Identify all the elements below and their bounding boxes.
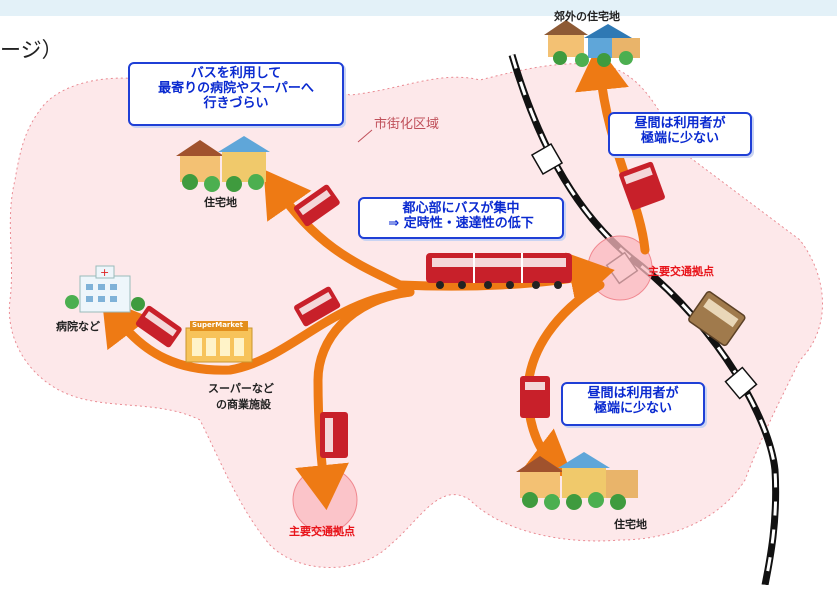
bus-north <box>293 184 340 227</box>
header-band <box>0 0 837 16</box>
railway-line <box>508 54 780 586</box>
residential-north-label: 住宅地 <box>204 196 237 209</box>
callout-low-users-bottom-line-1: 昼間は利用者が <box>587 386 679 401</box>
callout-bus-access-line-2: 最寄りの病院やスーパーへ <box>158 81 314 96</box>
arrow-to-hub-south <box>295 287 415 511</box>
callout-bus-access: バスを利用して 最寄りの病院やスーパーへ 行きづらい <box>128 62 344 126</box>
station-marker-1 <box>530 142 564 176</box>
hospital-building: + <box>65 265 145 313</box>
svg-text:+: + <box>100 266 109 279</box>
callout-low-users-top: 昼間は利用者が 極端に少ない <box>608 112 752 156</box>
supermarket-sign: SuperMarket <box>192 321 243 329</box>
station-marker-3 <box>724 366 758 400</box>
callout-low-users-bottom: 昼間は利用者が 極端に少ない <box>561 382 705 426</box>
bus-hospital <box>135 305 182 348</box>
suburb-label: 郊外の住宅地 <box>554 10 620 23</box>
residential-south-label: 住宅地 <box>614 518 647 531</box>
callout-bus-access-line-1: バスを利用して <box>190 66 282 81</box>
bus-west <box>294 286 341 327</box>
callout-concentration-line-1: 都心部にバスが集中 <box>402 201 520 216</box>
arrow-to-hospital <box>101 287 415 375</box>
supermarket-label-line-1: スーパーなど <box>208 382 274 395</box>
callout-concentration-line-2: ⇒ 定時性・速達性の低下 <box>388 216 534 231</box>
bus-residential-south <box>520 376 550 418</box>
house-cluster-north <box>176 136 270 192</box>
zone-label-pointer <box>357 129 373 143</box>
zone-label: 市街化区域 <box>374 117 440 132</box>
bus-suburb <box>619 161 665 211</box>
callout-low-users-bottom-line-2: 極端に少ない <box>593 401 672 416</box>
page-title-fragment: ージ） <box>0 38 63 62</box>
callout-low-users-top-line-1: 昼間は利用者が <box>634 116 726 131</box>
supermarket-label-line-2: の商業施設 <box>216 398 271 411</box>
house-cluster-suburb <box>544 20 640 67</box>
hub-south-label: 主要交通拠点 <box>289 525 355 538</box>
arrow-to-residential-north <box>263 169 405 290</box>
bus-south <box>320 412 348 458</box>
callout-bus-access-line-3: 行きづらい <box>203 96 269 111</box>
rail-car-brown <box>688 291 746 347</box>
bus-train-center <box>426 253 572 289</box>
hospital-label: 病院など <box>56 320 100 333</box>
callout-low-users-top-line-2: 極端に少ない <box>640 131 719 146</box>
supermarket-building <box>185 321 253 363</box>
house-cluster-south <box>516 452 638 510</box>
hub-main-label: 主要交通拠点 <box>648 265 714 278</box>
arrow-to-suburb <box>575 44 650 255</box>
callout-bus-concentration: 都心部にバスが集中 ⇒ 定時性・速達性の低下 <box>358 197 564 239</box>
